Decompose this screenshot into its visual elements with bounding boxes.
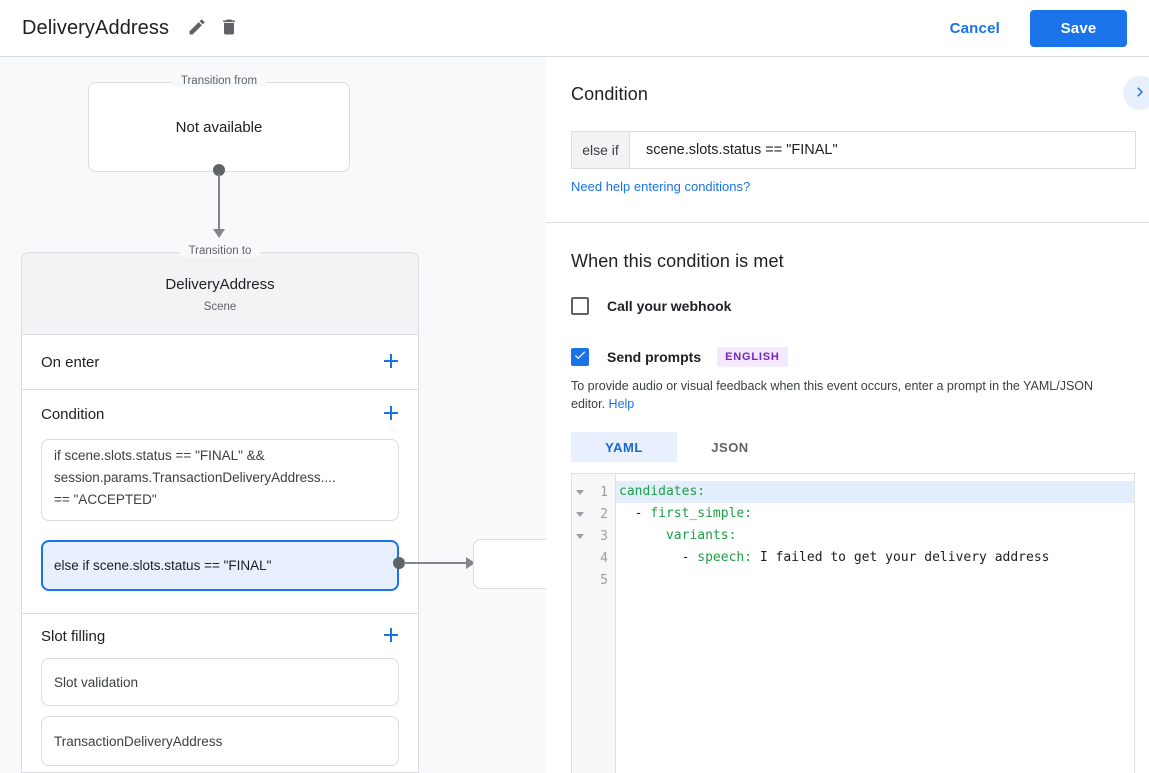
send-prompts-label: Send prompts xyxy=(607,349,702,365)
yaml-key: candidates: xyxy=(619,484,706,499)
send-prompts-checkbox[interactable] xyxy=(571,348,589,366)
code-line: - speech: I failed to get your delivery … xyxy=(616,547,1134,569)
plus-icon xyxy=(382,626,400,647)
code-line-active: candidates: xyxy=(616,481,1134,503)
webhook-checkbox[interactable] xyxy=(571,297,589,315)
scene-type-label: Scene xyxy=(203,301,237,313)
gutter-row: 1 xyxy=(572,481,615,503)
condition-help-link[interactable]: Need help entering conditions? xyxy=(571,179,751,194)
condition-heading: Condition xyxy=(571,84,648,104)
yaml-value: I failed to get your delivery address xyxy=(752,550,1050,565)
connector-dot xyxy=(393,557,405,569)
trash-icon xyxy=(219,17,239,40)
add-on-enter-button[interactable] xyxy=(381,352,401,372)
on-enter-label: On enter xyxy=(41,353,100,371)
slot-item[interactable]: TransactionDeliveryAddress xyxy=(41,716,399,766)
arrow-right-icon xyxy=(466,557,475,569)
save-button[interactable]: Save xyxy=(1030,9,1127,47)
plus-icon xyxy=(382,352,400,373)
add-slot-button[interactable] xyxy=(381,626,401,646)
page-title: DeliveryAddress xyxy=(22,16,170,39)
help-link[interactable]: Help xyxy=(608,396,635,411)
section-divider xyxy=(546,222,1149,223)
condition-prefix-label: else if xyxy=(572,132,630,168)
delete-button[interactable] xyxy=(213,12,245,44)
when-condition-heading: When this condition is met xyxy=(571,251,784,271)
yaml-key: first_simple: xyxy=(650,506,753,521)
transition-from-legend: Transition from xyxy=(171,75,267,87)
slot-item-label: Slot validation xyxy=(54,674,139,690)
scene-card-header: DeliveryAddress Scene xyxy=(22,253,418,334)
transition-to-legend: Transition to xyxy=(179,245,261,257)
yaml-plain: - xyxy=(619,506,651,521)
tab-json[interactable]: JSON xyxy=(711,439,749,455)
gutter-row: 5 xyxy=(572,569,615,591)
yaml-key: speech: xyxy=(697,550,753,565)
transition-from-content: Not available xyxy=(175,118,263,136)
code-line xyxy=(616,569,1134,591)
slot-filling-section: Slot filling Slot validation Transaction… xyxy=(22,613,418,766)
prompts-option-row: Send prompts ENGLISH xyxy=(571,347,788,367)
scene-diagram-panel: Transition from Not available Transition… xyxy=(0,57,546,773)
line-number: 3 xyxy=(600,528,608,544)
tab-yaml[interactable]: YAML xyxy=(571,432,677,462)
condition-detail-panel: Condition else if Need help entering con… xyxy=(546,57,1149,773)
line-number: 5 xyxy=(600,572,608,588)
slot-item-label: TransactionDeliveryAddress xyxy=(54,733,223,749)
prompts-description-text: To provide audio or visual feedback when… xyxy=(571,379,1094,411)
yaml-plain xyxy=(619,528,666,543)
chevron-right-icon xyxy=(1131,83,1149,104)
line-number: 4 xyxy=(600,550,608,566)
webhook-label: Call your webhook xyxy=(607,298,732,314)
slot-item[interactable]: Slot validation xyxy=(41,658,399,706)
plus-icon xyxy=(382,404,400,425)
connector-line xyxy=(404,562,466,564)
condition-text-line: session.params.TransactionDeliveryAddres… xyxy=(54,470,336,485)
on-enter-section: On enter xyxy=(22,334,418,389)
editor-code-area[interactable]: candidates: - first_simple: variants: - … xyxy=(616,474,1134,773)
line-number: 2 xyxy=(600,506,608,522)
transition-target-box xyxy=(473,539,546,589)
connector-line xyxy=(218,174,220,229)
condition-section: Condition if scene.slots.status == "FINA… xyxy=(22,389,418,591)
gutter-row: 4 xyxy=(572,547,615,569)
condition-text-line: if scene.slots.status == "FINAL" && xyxy=(54,448,265,463)
editor-gutter: 1 2 3 4 5 xyxy=(572,474,616,773)
fold-arrow-icon[interactable] xyxy=(572,511,587,517)
add-condition-button[interactable] xyxy=(381,405,401,425)
condition-section-label: Condition xyxy=(41,406,105,423)
transition-from-box: Transition from Not available xyxy=(88,75,350,172)
connector-dot xyxy=(213,164,225,176)
scene-name: DeliveryAddress xyxy=(165,276,275,293)
collapse-panel-button[interactable] xyxy=(1123,76,1149,110)
language-badge: ENGLISH xyxy=(717,347,788,367)
code-line: variants: xyxy=(616,525,1134,547)
edit-button[interactable] xyxy=(181,12,213,44)
condition-input-group: else if xyxy=(571,131,1136,169)
gutter-row: 2 xyxy=(572,503,615,525)
condition-text-line: == "ACCEPTED" xyxy=(54,492,157,507)
yaml-plain: - xyxy=(619,550,698,565)
code-line: - first_simple: xyxy=(616,503,1134,525)
yaml-code-editor[interactable]: 1 2 3 4 5 xyxy=(571,473,1135,773)
editor-format-tabs: YAML JSON xyxy=(571,432,783,462)
gutter-row: 3 xyxy=(572,525,615,547)
cancel-button[interactable]: Cancel xyxy=(949,19,1000,37)
prompts-description: To provide audio or visual feedback when… xyxy=(571,378,1129,413)
selected-condition-text: else if scene.slots.status == "FINAL" xyxy=(54,558,272,573)
yaml-key: variants: xyxy=(665,528,737,543)
line-number: 1 xyxy=(600,484,608,500)
condition-expression-input[interactable] xyxy=(630,132,1135,168)
condition-item[interactable]: if scene.slots.status == "FINAL" && sess… xyxy=(41,439,399,521)
top-bar: DeliveryAddress Cancel Save xyxy=(0,0,1149,57)
arrow-down-icon xyxy=(213,229,225,238)
fold-arrow-icon[interactable] xyxy=(572,533,587,539)
condition-item-selected[interactable]: else if scene.slots.status == "FINAL" xyxy=(41,540,399,591)
fold-arrow-icon[interactable] xyxy=(572,489,587,495)
slot-filling-label: Slot filling xyxy=(41,627,106,645)
webhook-option-row: Call your webhook xyxy=(571,297,731,315)
transition-to-card: Transition to DeliveryAddress Scene On e… xyxy=(21,245,419,773)
pencil-icon xyxy=(187,17,207,40)
checkmark-icon xyxy=(573,348,587,367)
